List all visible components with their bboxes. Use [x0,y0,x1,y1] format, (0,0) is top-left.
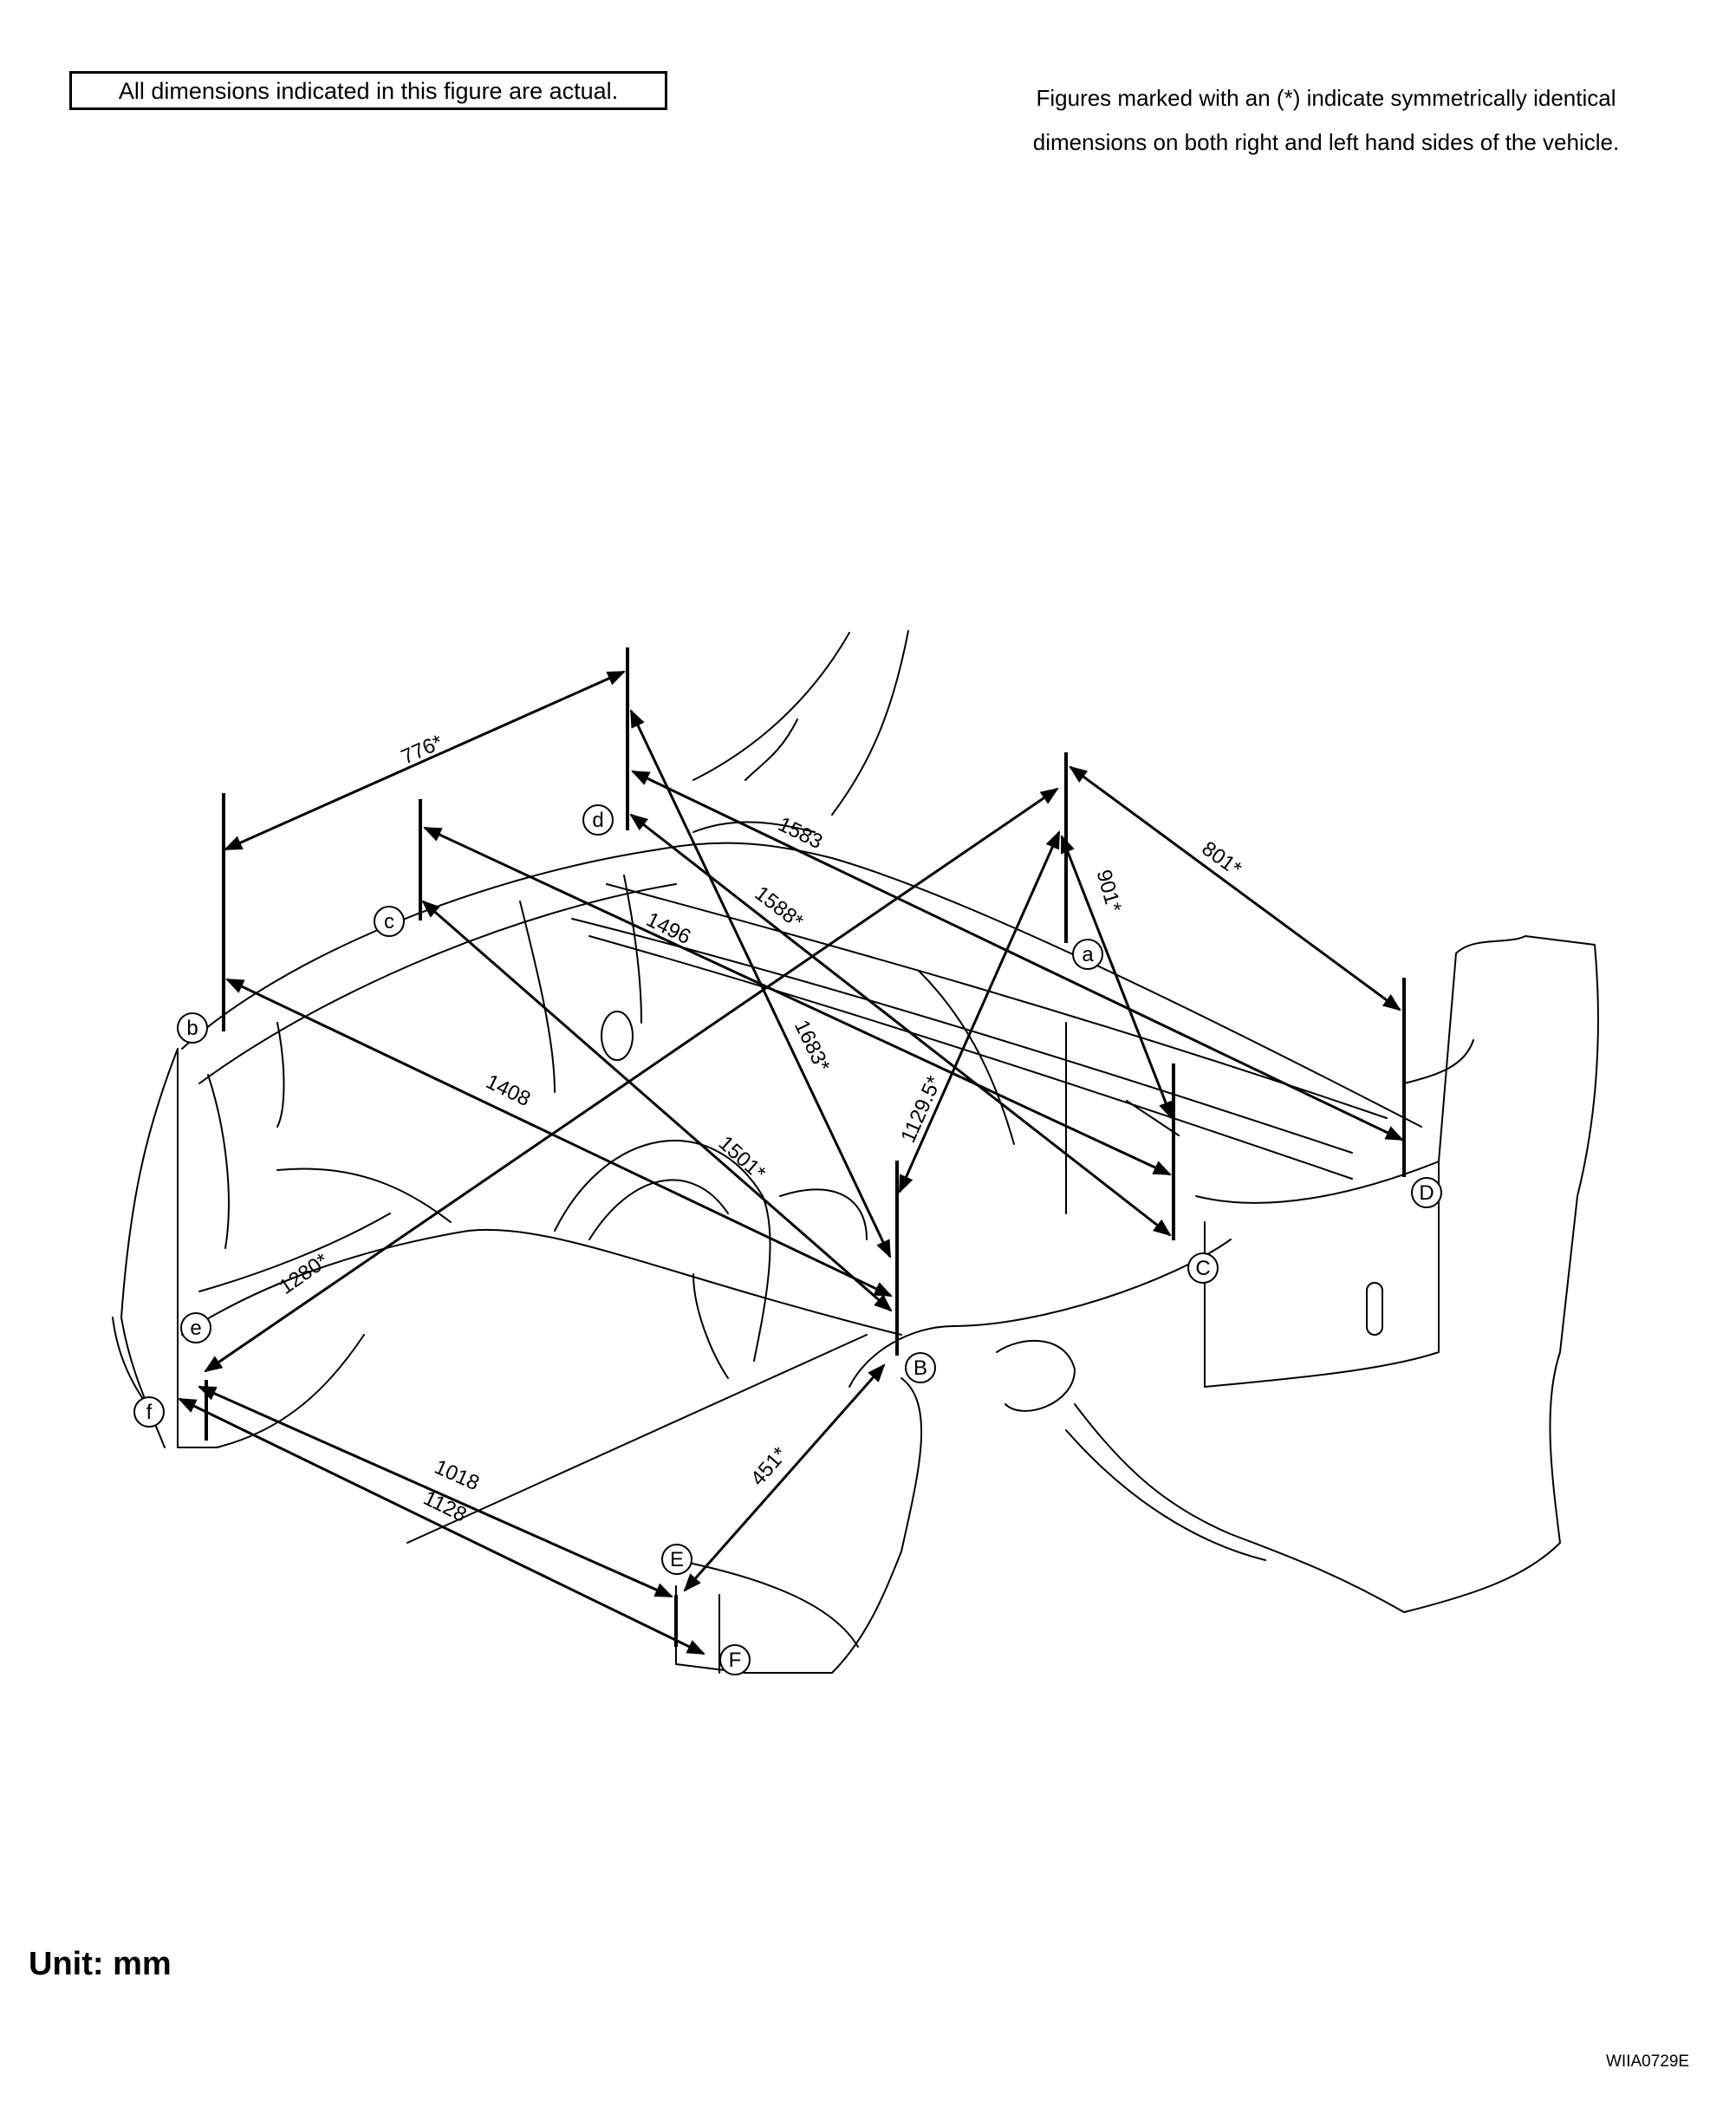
point-d: d [582,804,614,836]
point-a: a [1072,939,1103,970]
figure-code: WIIA0729E [1606,2052,1690,2071]
point-f: f [133,1396,165,1428]
dim-label-1018: 1018 [431,1455,483,1495]
dim-label-776: 776* [398,731,446,770]
svg-text:c: c [384,910,394,933]
point-B: B [905,1352,936,1383]
svg-text:F: F [729,1649,742,1672]
point-E: E [661,1544,692,1575]
symmetric-dimensions-note: Figures marked with an (*) indicate symm… [962,76,1690,165]
svg-text:a: a [1082,943,1094,966]
reference-points: a b c d e f B C [133,804,1442,1675]
dim-line-1128 [178,1397,705,1655]
svg-text:e: e [190,1317,201,1340]
svg-text:f: f [146,1401,153,1424]
svg-text:B: B [914,1356,927,1380]
point-C: C [1187,1252,1219,1284]
point-b: b [177,1012,208,1044]
point-D: D [1411,1177,1442,1208]
point-c: c [374,906,405,937]
dim-label-801: 801* [1197,836,1245,881]
dim-label-1683: 1683* [790,1017,835,1076]
measurement-posts [205,647,1406,1647]
symmetric-note-line-1: Figures marked with an (*) indicate symm… [1036,85,1616,111]
vehicle-body-outline [112,630,1599,1674]
svg-text:b: b [186,1017,198,1040]
svg-text:C: C [1195,1257,1210,1280]
point-e: e [180,1312,211,1343]
point-F: F [719,1644,751,1675]
dim-label-1280: 1280* [275,1249,333,1299]
actual-dimensions-note: All dimensions indicated in this figure … [69,71,667,110]
dim-label-901: 901* [1091,867,1126,914]
svg-text:E: E [670,1548,684,1571]
dim-line-1280 [204,787,1059,1373]
dim-label-1128: 1128 [419,1486,470,1527]
dim-label-1129-5: 1129.5* [896,1072,946,1146]
dim-line-1129-5 [898,830,1061,1194]
unit-label: Unit: mm [29,1946,172,1982]
dim-line-451 [683,1363,886,1592]
svg-text:d: d [592,809,603,832]
dim-label-1501: 1501* [714,1131,770,1185]
svg-text:D: D [1419,1181,1434,1205]
symmetric-note-line-2: dimensions on both right and left hand s… [1032,129,1620,155]
dim-label-451: 451* [746,1443,792,1491]
dimension-lines [178,670,1404,1655]
